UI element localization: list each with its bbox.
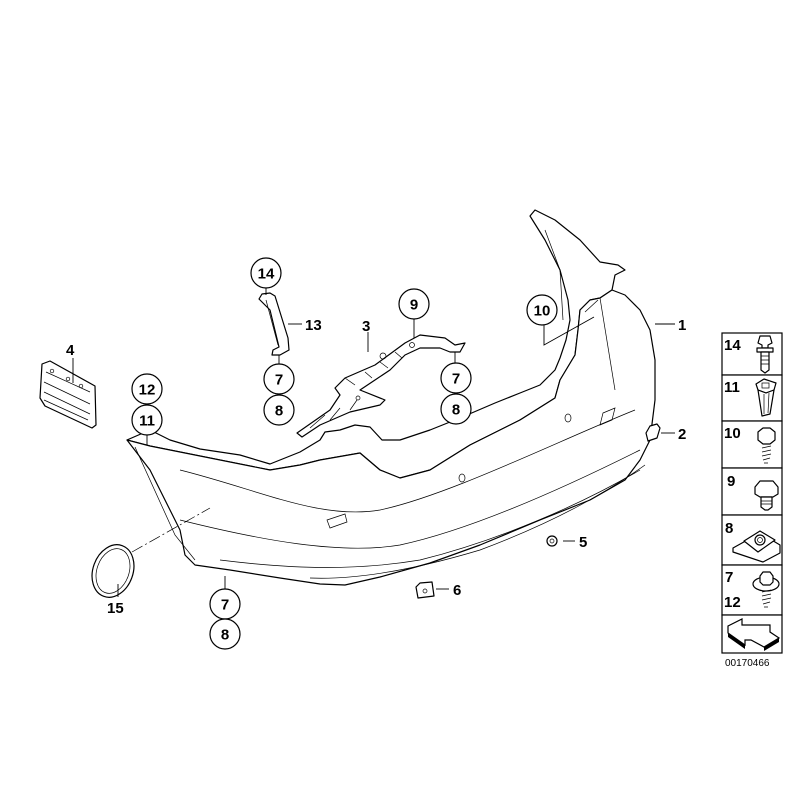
expanding-rivet-icon — [756, 335, 774, 374]
circled-ref-14: 14 — [250, 257, 282, 295]
callout-5: 5 — [563, 534, 587, 551]
svg-text:7: 7 — [275, 372, 283, 389]
callout-1: 1 — [655, 317, 686, 334]
sensor-cover[interactable] — [415, 581, 435, 599]
svg-text:5: 5 — [579, 534, 587, 551]
svg-text:2: 2 — [678, 426, 686, 443]
hex-self-tapping-screw-icon — [757, 427, 776, 464]
circled-ref-8-b: 8 — [440, 393, 472, 425]
circled-ref-9: 9 — [398, 288, 430, 338]
svg-text:8: 8 — [221, 627, 229, 644]
svg-text:3: 3 — [362, 318, 370, 335]
svg-text:8: 8 — [275, 403, 283, 420]
legend-arrow — [721, 614, 783, 654]
callout-15: 15 — [107, 584, 124, 617]
grille-cover[interactable] — [39, 360, 97, 429]
svg-text:11: 11 — [724, 379, 740, 396]
guide-bracket[interactable] — [258, 292, 290, 356]
towing-eye-centerline — [131, 507, 211, 553]
callout-4: 4 — [66, 342, 75, 383]
svg-text:8: 8 — [452, 402, 460, 419]
hex-bolt-icon — [754, 480, 779, 511]
bracket-rear-bumper[interactable] — [296, 334, 466, 438]
svg-text:10: 10 — [724, 425, 741, 442]
legend-item-14[interactable]: 14 — [721, 332, 783, 376]
svg-text:14: 14 — [724, 337, 741, 354]
svg-text:7: 7 — [221, 597, 229, 614]
legend-item-10[interactable]: 10 — [721, 420, 783, 469]
diagram-id: 00170466 — [725, 658, 770, 669]
svg-text:6: 6 — [453, 582, 461, 599]
svg-text:7: 7 — [725, 569, 733, 586]
svg-text:13: 13 — [305, 317, 322, 334]
circled-ref-10: 10 — [526, 294, 595, 346]
svg-text:9: 9 — [410, 297, 418, 314]
svg-text:11: 11 — [139, 413, 155, 430]
fastener-legend: 14 11 10 — [721, 332, 783, 669]
circled-ref-7-c: 7 — [209, 576, 241, 620]
callout-13: 13 — [288, 317, 322, 334]
legend-item-9[interactable]: 9 — [721, 467, 783, 516]
rear-bumper-trim-panel[interactable] — [126, 209, 656, 586]
expanding-nut-icon — [755, 378, 777, 417]
direction-arrow-icon — [727, 618, 781, 651]
svg-text:4: 4 — [66, 342, 75, 359]
circled-ref-12: 12 — [131, 373, 163, 405]
svg-text:8: 8 — [725, 520, 733, 537]
towing-eye-cover[interactable] — [85, 539, 141, 603]
hex-collar-screw-icon — [752, 571, 780, 608]
legend-item-7-12[interactable]: 7 12 — [721, 564, 783, 616]
callout-6: 6 — [436, 582, 461, 599]
circled-ref-8-c: 8 — [209, 618, 241, 650]
svg-text:7: 7 — [452, 371, 460, 388]
circled-ref-11: 11 — [131, 404, 163, 445]
cover-cap[interactable] — [645, 423, 661, 442]
svg-text:9: 9 — [727, 473, 735, 490]
clip-nut-icon — [732, 530, 781, 563]
circled-ref-7-a: 7 — [263, 355, 295, 395]
svg-text:1: 1 — [678, 317, 686, 334]
svg-text:12: 12 — [139, 382, 156, 399]
legend-item-11[interactable]: 11 — [721, 374, 783, 422]
svg-text:12: 12 — [724, 594, 741, 611]
circled-ref-7-b: 7 — [440, 352, 472, 394]
legend-item-8[interactable]: 8 — [721, 514, 783, 566]
circled-ref-8-a: 8 — [263, 394, 295, 426]
svg-text:10: 10 — [534, 303, 551, 320]
svg-text:14: 14 — [258, 266, 275, 283]
svg-text:15: 15 — [107, 600, 124, 617]
callout-2: 2 — [661, 426, 686, 443]
clip-nut[interactable] — [546, 535, 558, 547]
callout-3: 3 — [362, 318, 370, 352]
